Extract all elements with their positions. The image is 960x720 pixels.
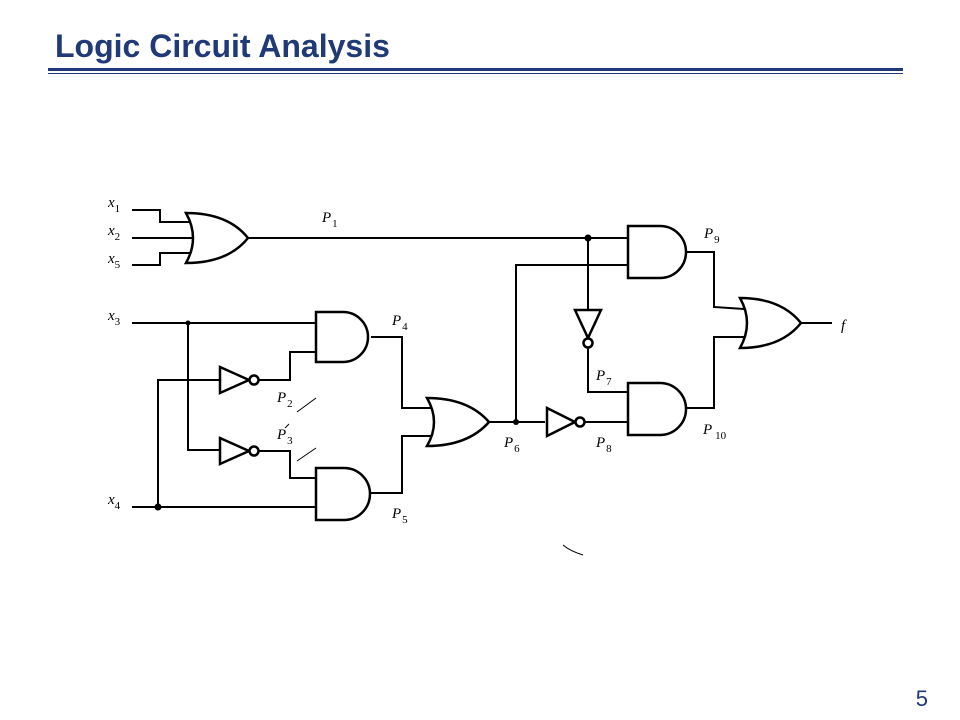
signal-label-p6: P6 [503, 435, 520, 455]
not-bubble-p8 [574, 416, 586, 428]
signal-label-p5: P5 [391, 506, 408, 526]
wire-p6-branch [515, 264, 628, 422]
wire-p10 [686, 336, 746, 409]
wire-x4-branch [157, 379, 220, 507]
input-label-x1: x1 [107, 195, 120, 215]
stray-mark [562, 544, 584, 556]
junction-dot [185, 320, 191, 326]
signal-label-p3: P3 [276, 427, 293, 447]
signal-label-p4: P4 [391, 313, 408, 333]
not-gate-p7 [573, 308, 603, 341]
input-label-x4: x4 [107, 492, 121, 512]
junctions [154, 234, 592, 511]
junction-dot [513, 419, 519, 425]
signal-label-p7: P7 [595, 368, 612, 388]
stray-mark [296, 447, 317, 462]
not-bubble-p7 [582, 337, 594, 349]
junction-dot [584, 234, 592, 242]
signal-label-p8: P8 [595, 435, 612, 455]
input-label-x5: x5 [107, 251, 121, 271]
wire-x5 [132, 252, 190, 266]
wire-p5 [371, 435, 431, 494]
and-gate-p9 [626, 224, 688, 280]
not-bubble-p3 [248, 445, 260, 457]
not-gate-p8 [545, 405, 578, 439]
wire-p4 [371, 336, 431, 409]
input-label-x2: x2 [107, 223, 120, 243]
not-gate-p2 [218, 365, 253, 395]
output-label-f: f [841, 318, 847, 334]
labels: x1 x2 x5 x3 x4 P1 P2 P3 P4 P5 P6 P7 P8 P… [107, 195, 847, 526]
title-rule-thin [48, 73, 903, 74]
or-gate-1 [183, 211, 250, 265]
gates [183, 211, 803, 522]
slide-title: Logic Circuit Analysis [55, 28, 390, 64]
not-bubble-p2 [248, 374, 260, 386]
input-label-x3: x3 [107, 308, 121, 328]
signal-label-p2: P2 [276, 390, 293, 410]
wires [132, 209, 832, 508]
or-gate-final [737, 296, 803, 350]
wire-x1 [132, 209, 190, 223]
wire-p7 [587, 348, 628, 393]
wire-p2 [259, 351, 316, 381]
wire-x3-branch [187, 323, 220, 451]
junction-dot [154, 503, 162, 511]
stray-mark [296, 397, 317, 413]
stray-marks [284, 397, 584, 556]
and-gate-p10 [626, 381, 688, 437]
title-rule [48, 68, 903, 71]
signal-label-p9: P9 [703, 226, 720, 246]
wire-p9 [686, 251, 745, 310]
and-gate-p5 [314, 466, 372, 522]
signal-label-p1: P1 [321, 210, 338, 230]
wire-p3 [259, 450, 316, 479]
stray-mark [284, 423, 290, 429]
or-gate-p6 [424, 396, 491, 448]
and-gate-p4 [314, 310, 370, 364]
page-number: 5 [915, 686, 928, 711]
not-gate-p3 [218, 436, 253, 466]
